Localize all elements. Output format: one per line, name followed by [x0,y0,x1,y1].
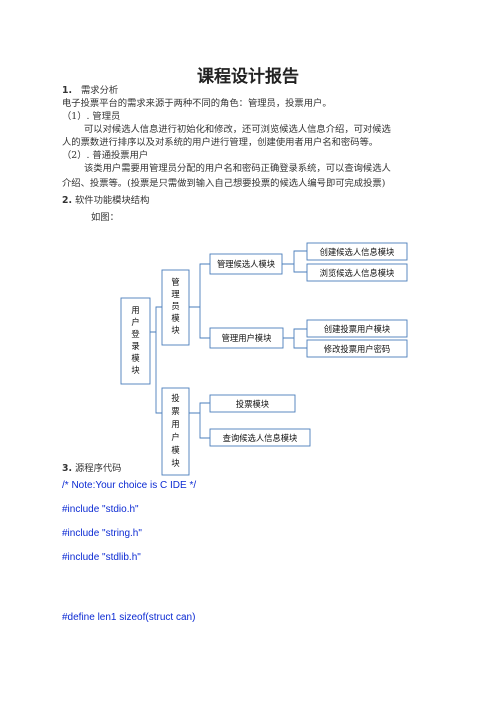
query-candidate-box [209,428,311,447]
section-3-heading: 3. 源程序代码 [62,462,121,475]
figure-caption: 如图： [91,212,119,223]
admin-paragraph-line-1: 可以对候选人信息进行初始化和修改，还可浏览候选人信息介绍，可对候选 [84,124,391,135]
manage-candidates-box [209,253,283,275]
browse-candidate-label: 浏览候选人信息模块 [320,268,395,278]
section-3-number: 3. [62,463,73,474]
voter-label: 投票用户模块 [171,393,180,468]
create-voter-box [306,319,408,338]
section-1-intro: 电子投票平台的需求来源于两种不同的角色：管理员，投票用户。 [62,98,332,109]
candidate-connector [282,250,307,273]
vote-box [209,394,296,413]
section-3-title: 源程序代码 [74,463,122,474]
create-candidate-box [306,242,408,261]
manage-users-box [209,327,284,349]
admin-connector [189,263,210,339]
vote-label: 投票模块 [236,399,270,409]
section-2-heading: 2. 软件功能模块结构 [62,194,149,207]
create-candidate-label: 创建候选人信息模块 [320,247,395,257]
voter-paragraph-line-2: 介绍、投票等。(投票是只需做到输入自己想要投票的候选人编号即可完成投票) [62,178,386,189]
create-voter-label: 创建投票用户模块 [324,324,391,334]
root-box [120,297,151,385]
code-line-comment: /* Note:Your choice is C IDE */ [62,480,197,491]
modify-password-box [306,339,408,358]
section-1-number: 1. [62,85,73,96]
root-label: 用户登录模块 [131,305,140,375]
admin-paragraph-line-2: 人的票数进行排序以及对系统的用户进行管理，创建使用者用户名和密码等。 [62,137,379,148]
section-1-title: 需求分析 [80,85,119,96]
section-2-title: 软件功能模块结构 [74,195,150,206]
manage-candidates-label: 管理候选人模块 [217,259,276,269]
root-connector [150,306,162,414]
voter-box [161,387,190,476]
section-2-number: 2. [62,195,73,206]
code-line-include-stdlib: #include "stdlib.h" [62,552,141,563]
document-title: 课程设计报告 [197,67,299,87]
code-line-define: #define len1 sizeof(struct can) [62,612,196,623]
section-1-heading: 1. 需求分析 [62,84,118,97]
code-line-include-stdio: #include "stdio.h" [62,504,139,515]
voter-subheading: （2）. 普通投票用户 [62,150,149,161]
diagram-connectors [150,250,307,439]
admin-box [161,269,190,346]
voter-paragraph-line-1: 该类用户需要用管理员分配的用户名和密码正确登录系统，可以查询候选人 [84,163,391,174]
code-line-include-string: #include "string.h" [62,528,142,539]
browse-candidate-box [306,263,408,282]
user-connector [283,328,307,349]
admin-subheading: （1）. 管理员 [62,111,121,122]
manage-users-label: 管理用户模块 [222,333,272,343]
query-candidate-label: 查询候选人信息模块 [223,433,298,443]
modify-password-label: 修改投票用户密码 [324,344,390,354]
voter-connector [189,402,210,439]
admin-label: 管理员模块 [171,277,180,335]
